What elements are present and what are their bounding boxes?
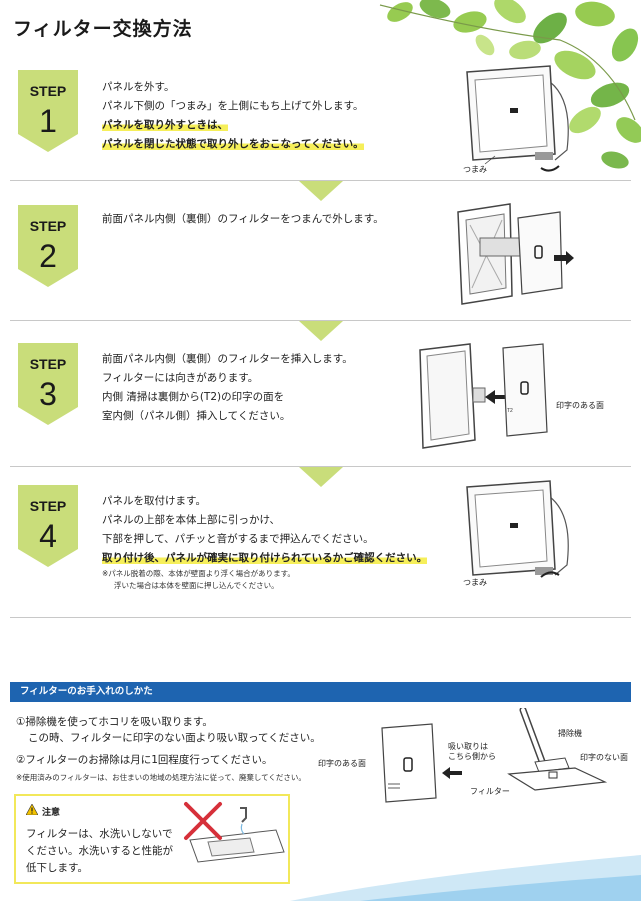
divider <box>10 320 631 321</box>
arrow-left-icon <box>442 767 462 779</box>
text-line: 前面パネル内側（裏側）のフィルターをつまんで外します。 <box>102 213 384 225</box>
vacuum-label: 掃除機 <box>558 729 582 738</box>
step-word: STEP <box>30 218 67 234</box>
step-3-text: 前面パネル内側（裏側）のフィルターを挿入します。 フィルターには向きがあります。… <box>102 350 353 426</box>
printed-face-label: 印字のある面 <box>556 401 604 410</box>
printed-face-label: 印字のある面 <box>318 759 366 768</box>
step-number: 2 <box>39 238 57 274</box>
highlight-line: パネルを閉じた状態で取り外しをおこなってください。 <box>102 138 364 150</box>
text-line: 下部を押して、パチッと音がするまで押込んでください。 <box>102 533 374 545</box>
step-1-text: パネルを外す。 パネル下側の「つまみ」を上側にもち上げて外します。 パネルを取り… <box>102 78 364 154</box>
care-line: ①掃除機を使ってホコリを吸い取ります。 <box>16 716 213 728</box>
text-line: パネルを外す。 <box>102 81 175 93</box>
step-number: 4 <box>39 518 57 554</box>
wave-decoration <box>290 855 641 901</box>
chevron-down-icon <box>299 321 343 343</box>
leaves-decoration <box>379 0 641 169</box>
step-number: 3 <box>39 376 57 412</box>
chevron-down-icon <box>299 467 343 489</box>
step-word: STEP <box>30 356 67 372</box>
step-number: 1 <box>39 103 57 139</box>
step-word: STEP <box>30 83 67 99</box>
step-badge-3: STEP 3 <box>18 343 78 425</box>
text-line: パネル下側の「つまみ」を上側にもち上げて外します。 <box>102 100 364 112</box>
knob-label: つまみ <box>463 165 487 174</box>
text-line: パネルの上部を本体上部に引っかけ、 <box>102 514 280 526</box>
text-line: フィルターには向きがあります。 <box>102 372 259 384</box>
caution-line: ください。水洗いすると性能が <box>26 845 173 857</box>
text-line: 内側 清掃は裏側から(T2)の印字の面を <box>102 391 285 403</box>
filter-card-illustration <box>381 723 437 803</box>
svg-text:T2: T2 <box>507 408 513 414</box>
filter-label: フィルター <box>470 787 510 796</box>
text-line: 室内側（パネル側）挿入してください。 <box>102 410 291 422</box>
step-badge-2: STEP 2 <box>18 205 78 287</box>
divider <box>10 617 631 618</box>
care-note: ※使用済みのフィルターは、お住まいの地域の処理方法に従って、廃棄してください。 <box>16 773 306 782</box>
caution-line: 低下します。 <box>26 862 88 874</box>
step-badge-1: STEP 1 <box>18 70 78 152</box>
vacuum-illustration <box>507 708 608 791</box>
panel-open-illustration <box>466 65 569 172</box>
caution-heading: 注意 <box>42 808 61 818</box>
note-line: ※パネル脱着の際、本体が壁面より浮く場合があります。 <box>102 569 295 578</box>
care-line: この時、フィルターに印字のない面より吸い取ってください。 <box>28 732 321 744</box>
label-line: 吸い取りは <box>448 742 488 751</box>
filter-insert-illustration: T2 <box>419 343 548 449</box>
caution-line: フィルターは、水洗いしないで <box>26 828 173 840</box>
knob-label: つまみ <box>463 578 487 587</box>
step-badge-4: STEP 4 <box>18 485 78 567</box>
highlight-line: パネルを取り外すときは、 <box>102 119 228 131</box>
panel-attach-illustration <box>466 480 569 578</box>
chevron-down-icon <box>299 181 343 203</box>
step-4-text: パネルを取付けます。 パネルの上部を本体上部に引っかけ、 下部を押して、パチッと… <box>102 492 428 592</box>
note-line: 浮いた場合は本体を壁面に押し込んでください。 <box>114 581 279 590</box>
care-heading: フィルターのお手入れのしかた <box>10 682 631 702</box>
text-line: パネルを取付けます。 <box>102 495 206 507</box>
suction-side-label: 吸い取りは こちら側から <box>448 742 496 762</box>
divider <box>10 466 631 467</box>
no-washing-illustration <box>184 802 285 863</box>
label-line: こちら側から <box>448 752 496 761</box>
caution-text: フィルターは、水洗いしないで ください。水洗いすると性能が 低下します。 <box>26 826 173 877</box>
unprinted-face-label: 印字のない面 <box>580 753 628 762</box>
text-line: 前面パネル内側（裏側）のフィルターを挿入します。 <box>102 353 353 365</box>
care-item-2: ②フィルターのお掃除は月に1回程度行ってください。 <box>16 754 273 766</box>
care-item-1: ①掃除機を使ってホコリを吸い取ります。 この時、フィルターに印字のない面より吸い… <box>16 714 321 746</box>
page-title: フィルター交換方法 <box>13 18 193 40</box>
filter-remove-illustration <box>457 203 574 305</box>
highlight-line: 取り付け後、パネルが確実に取り付けられているかご確認ください。 <box>102 552 428 564</box>
warning-icon <box>26 804 38 815</box>
step-word: STEP <box>30 498 67 514</box>
step-2-text: 前面パネル内側（裏側）のフィルターをつまんで外します。 <box>102 210 384 229</box>
divider <box>10 180 631 181</box>
